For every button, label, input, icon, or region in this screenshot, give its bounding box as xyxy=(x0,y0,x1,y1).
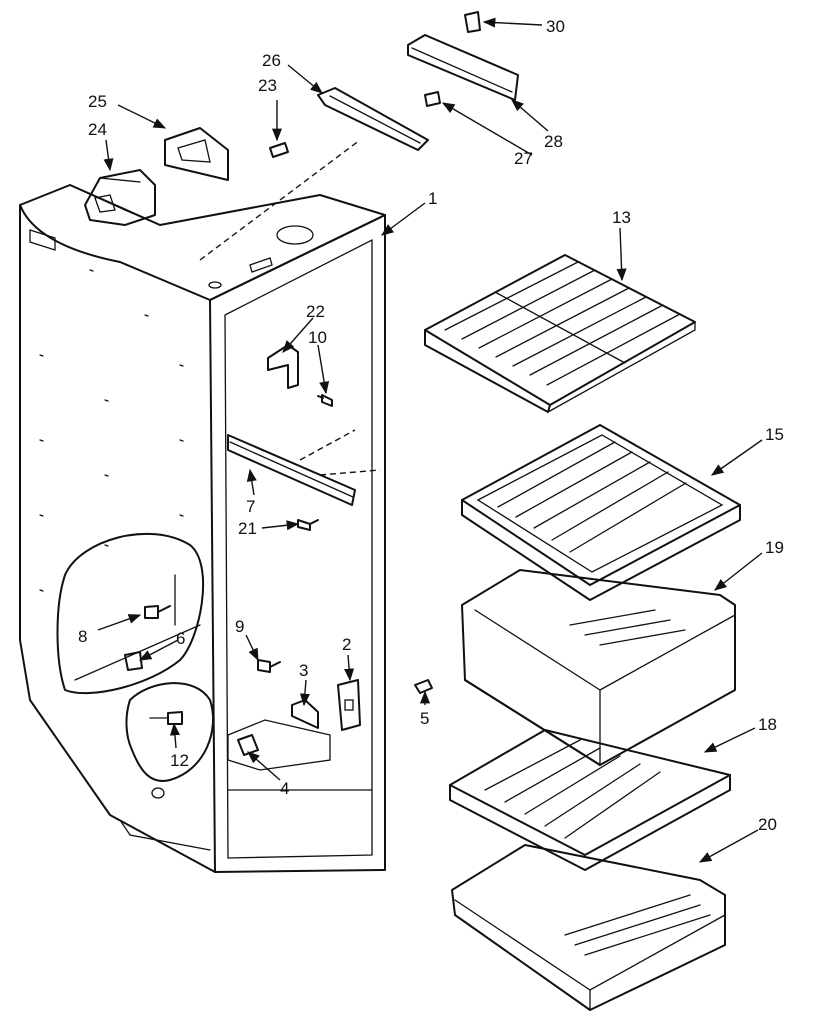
callout-23: 23 xyxy=(258,76,277,95)
screw-part-5 xyxy=(414,679,433,694)
callout-9: 9 xyxy=(235,617,244,636)
fastener-part-12 xyxy=(149,711,183,725)
callout-10: 10 xyxy=(308,328,327,347)
callout-1: 1 xyxy=(428,189,437,208)
bracket-part-2 xyxy=(337,679,361,731)
callout-4: 4 xyxy=(280,779,289,798)
callout-18: 18 xyxy=(758,715,777,734)
callout-3: 3 xyxy=(299,661,308,680)
callout-labels: 1 2 3 4 5 6 7 8 9 10 12 13 15 18 19 20 2… xyxy=(78,17,784,834)
clip-part-30 xyxy=(464,11,481,33)
fastener-part-8 xyxy=(144,605,171,619)
callout-20: 20 xyxy=(758,815,777,834)
callout-26: 26 xyxy=(262,51,281,70)
pan-part-19 xyxy=(461,569,736,766)
callout-19: 19 xyxy=(765,538,784,557)
callout-15: 15 xyxy=(765,425,784,444)
callout-25: 25 xyxy=(88,92,107,111)
screw-part-21 xyxy=(297,519,319,531)
pan-part-20 xyxy=(451,844,726,1011)
pad-part-4 xyxy=(237,734,259,756)
callout-30: 30 xyxy=(546,17,565,36)
channel-part-26 xyxy=(199,87,429,261)
callout-24: 24 xyxy=(88,120,107,139)
glass-shelf-part-15 xyxy=(461,424,741,601)
callout-2: 2 xyxy=(342,635,351,654)
callout-27: 27 xyxy=(514,149,533,168)
callout-12: 12 xyxy=(170,751,189,770)
housing-part-24 xyxy=(84,169,156,226)
callout-8: 8 xyxy=(78,627,87,646)
screw-part-10 xyxy=(317,394,333,407)
rail-part-7 xyxy=(227,429,381,506)
screw-part-23 xyxy=(269,142,289,158)
clip-part-6 xyxy=(124,651,143,671)
wire-shelf-part-13 xyxy=(424,254,696,413)
callout-5: 5 xyxy=(420,709,429,728)
callout-13: 13 xyxy=(612,208,631,227)
callout-22: 22 xyxy=(306,302,325,321)
cover-part-18 xyxy=(449,729,731,871)
rail-part-28 xyxy=(407,34,519,101)
screw-part-27 xyxy=(424,91,441,107)
callout-28: 28 xyxy=(544,132,563,151)
bracket-part-25 xyxy=(164,127,229,181)
bracket-part-3 xyxy=(291,699,319,729)
callout-7: 7 xyxy=(246,497,255,516)
callout-21: 21 xyxy=(238,519,257,538)
freezer-liner-cabinet xyxy=(19,184,386,873)
leader-lines xyxy=(97,17,763,863)
callout-6: 6 xyxy=(176,629,185,648)
fastener-part-9 xyxy=(257,659,281,673)
